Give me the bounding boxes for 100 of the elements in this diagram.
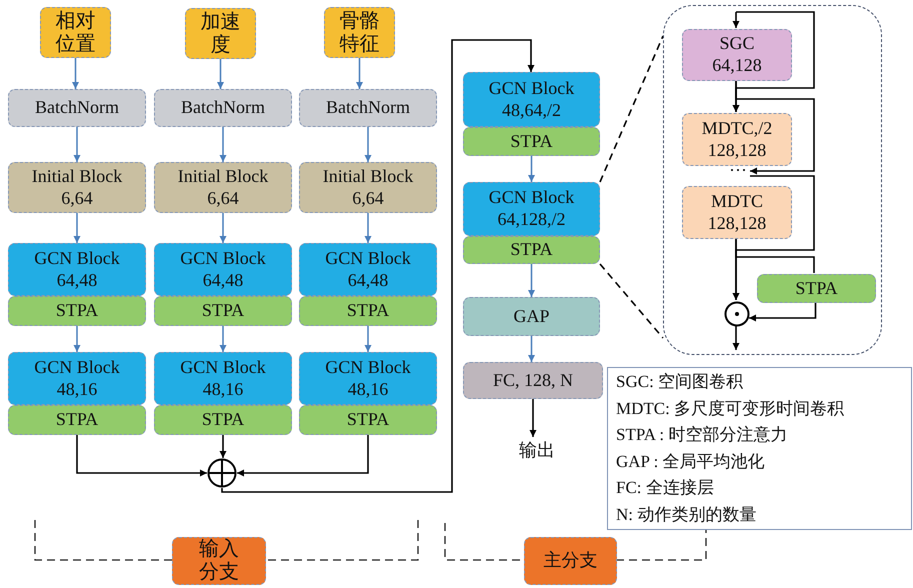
arrow (74, 127, 80, 162)
arrow (528, 264, 535, 297)
sum-symbol (207, 458, 237, 488)
box-label: STPA (56, 300, 98, 322)
input-box (324, 7, 395, 58)
box-label: 相对位置 (54, 10, 96, 56)
mdtc-box (682, 186, 792, 239)
arrow (217, 59, 224, 89)
gcn-block (8, 243, 146, 296)
box-label: 64,48 (56, 270, 98, 292)
box-label: 64,128 (712, 55, 762, 77)
arrow (364, 127, 372, 162)
box-label: MDTC (710, 190, 763, 212)
box-label: STPA (202, 409, 244, 431)
box-label: 64,48 (348, 270, 388, 292)
box-label: GCN Block (325, 356, 411, 378)
stpa-box (463, 127, 600, 156)
arrow (528, 156, 535, 182)
legend-entry: FC: 全连接层 (616, 477, 714, 499)
box-label: FC, 128, N (492, 370, 573, 392)
initial-block (154, 162, 292, 213)
arrow (220, 213, 226, 243)
box-label: 128,128 (708, 140, 766, 162)
box-label: GAP (513, 306, 550, 328)
legend-entry: N: 动作类别的数量 (616, 504, 756, 526)
arrow (76, 435, 207, 476)
branch-label-box (524, 537, 617, 585)
arrow (237, 435, 369, 476)
sgc-box (682, 29, 792, 81)
gap-box (463, 297, 600, 336)
initial-block (299, 162, 437, 213)
box-label: 64,48 (202, 270, 244, 292)
legend-entry: SGC: 空间图卷积 (616, 371, 744, 393)
arrow (364, 326, 372, 352)
box-label: GCN Block (180, 248, 266, 270)
legend-entry: STPA : 时空部分注意力 (616, 424, 788, 446)
stpa-box (154, 296, 292, 326)
gcn-block (8, 352, 146, 405)
box-label: STPA (510, 130, 553, 152)
box-label: 48,16 (202, 378, 244, 400)
stpa-box (8, 405, 146, 435)
box-label: GCN Block (34, 356, 120, 378)
box-label: 128,128 (708, 212, 766, 234)
arrow (220, 435, 226, 458)
legend-entry: MDTC: 多尺度可变形时间卷积 (616, 398, 844, 420)
box-label: STPA (795, 278, 838, 300)
box-label: SGC (719, 33, 754, 55)
arrow (74, 213, 80, 243)
box-label: BatchNorm (326, 97, 410, 119)
arrow (220, 326, 226, 352)
box-label: 48,16 (348, 378, 388, 400)
box-label: GCN Block (34, 248, 120, 270)
ellipsis-text: ··· (729, 160, 747, 182)
product-symbol (724, 301, 750, 327)
box-label: 6,64 (61, 188, 93, 210)
stpa-box (757, 274, 876, 303)
arrow (735, 80, 815, 174)
box-label: BatchNorm (181, 97, 265, 119)
zoom-line (599, 36, 664, 182)
box-label: 48,16 (56, 378, 98, 400)
batchnorm-box (8, 89, 146, 127)
gcn-block (299, 352, 437, 405)
box-label: STPA (510, 239, 553, 261)
box-label: MDTC,/2 (702, 118, 772, 140)
box-label: Initial Block (32, 166, 122, 188)
legend-entry: GAP : 全局平均池化 (616, 450, 765, 472)
stpa-box (463, 236, 600, 264)
box-label: GCN Block (488, 78, 574, 100)
stpa-box (8, 296, 146, 326)
gcn-block (154, 352, 292, 405)
box-label: 64,128,/2 (497, 209, 566, 231)
gcn-block (299, 243, 437, 296)
batchnorm-box (299, 89, 437, 127)
box-label: STPA (202, 300, 244, 322)
detail-panel (663, 5, 882, 355)
arrow (74, 326, 80, 352)
box-label: Initial Block (322, 166, 414, 188)
gcn-block (463, 72, 600, 127)
box-label: 骨骼特征 (338, 10, 380, 56)
branch-label-box (172, 537, 266, 585)
batchnorm-box (154, 89, 292, 127)
box-label: 输入分支 (198, 538, 240, 584)
input-box (40, 7, 111, 58)
arrow (528, 336, 535, 362)
arrow (732, 326, 740, 350)
stpa-box (154, 405, 292, 435)
box-label: Initial Block (178, 166, 268, 188)
arrow (732, 12, 740, 28)
arrow (364, 213, 372, 243)
box-label: 加速度 (200, 10, 242, 56)
stpa-box (299, 296, 437, 326)
box-label: 6,64 (352, 188, 384, 210)
box-label: 主分支 (544, 550, 598, 572)
arrow (220, 127, 226, 162)
box-label: GCN Block (488, 187, 574, 209)
box-label: 6,64 (207, 188, 239, 210)
box-label: STPA (346, 300, 390, 322)
input-box (185, 8, 256, 59)
output-text: 输出 (519, 440, 555, 462)
mdtc-box (682, 113, 792, 166)
